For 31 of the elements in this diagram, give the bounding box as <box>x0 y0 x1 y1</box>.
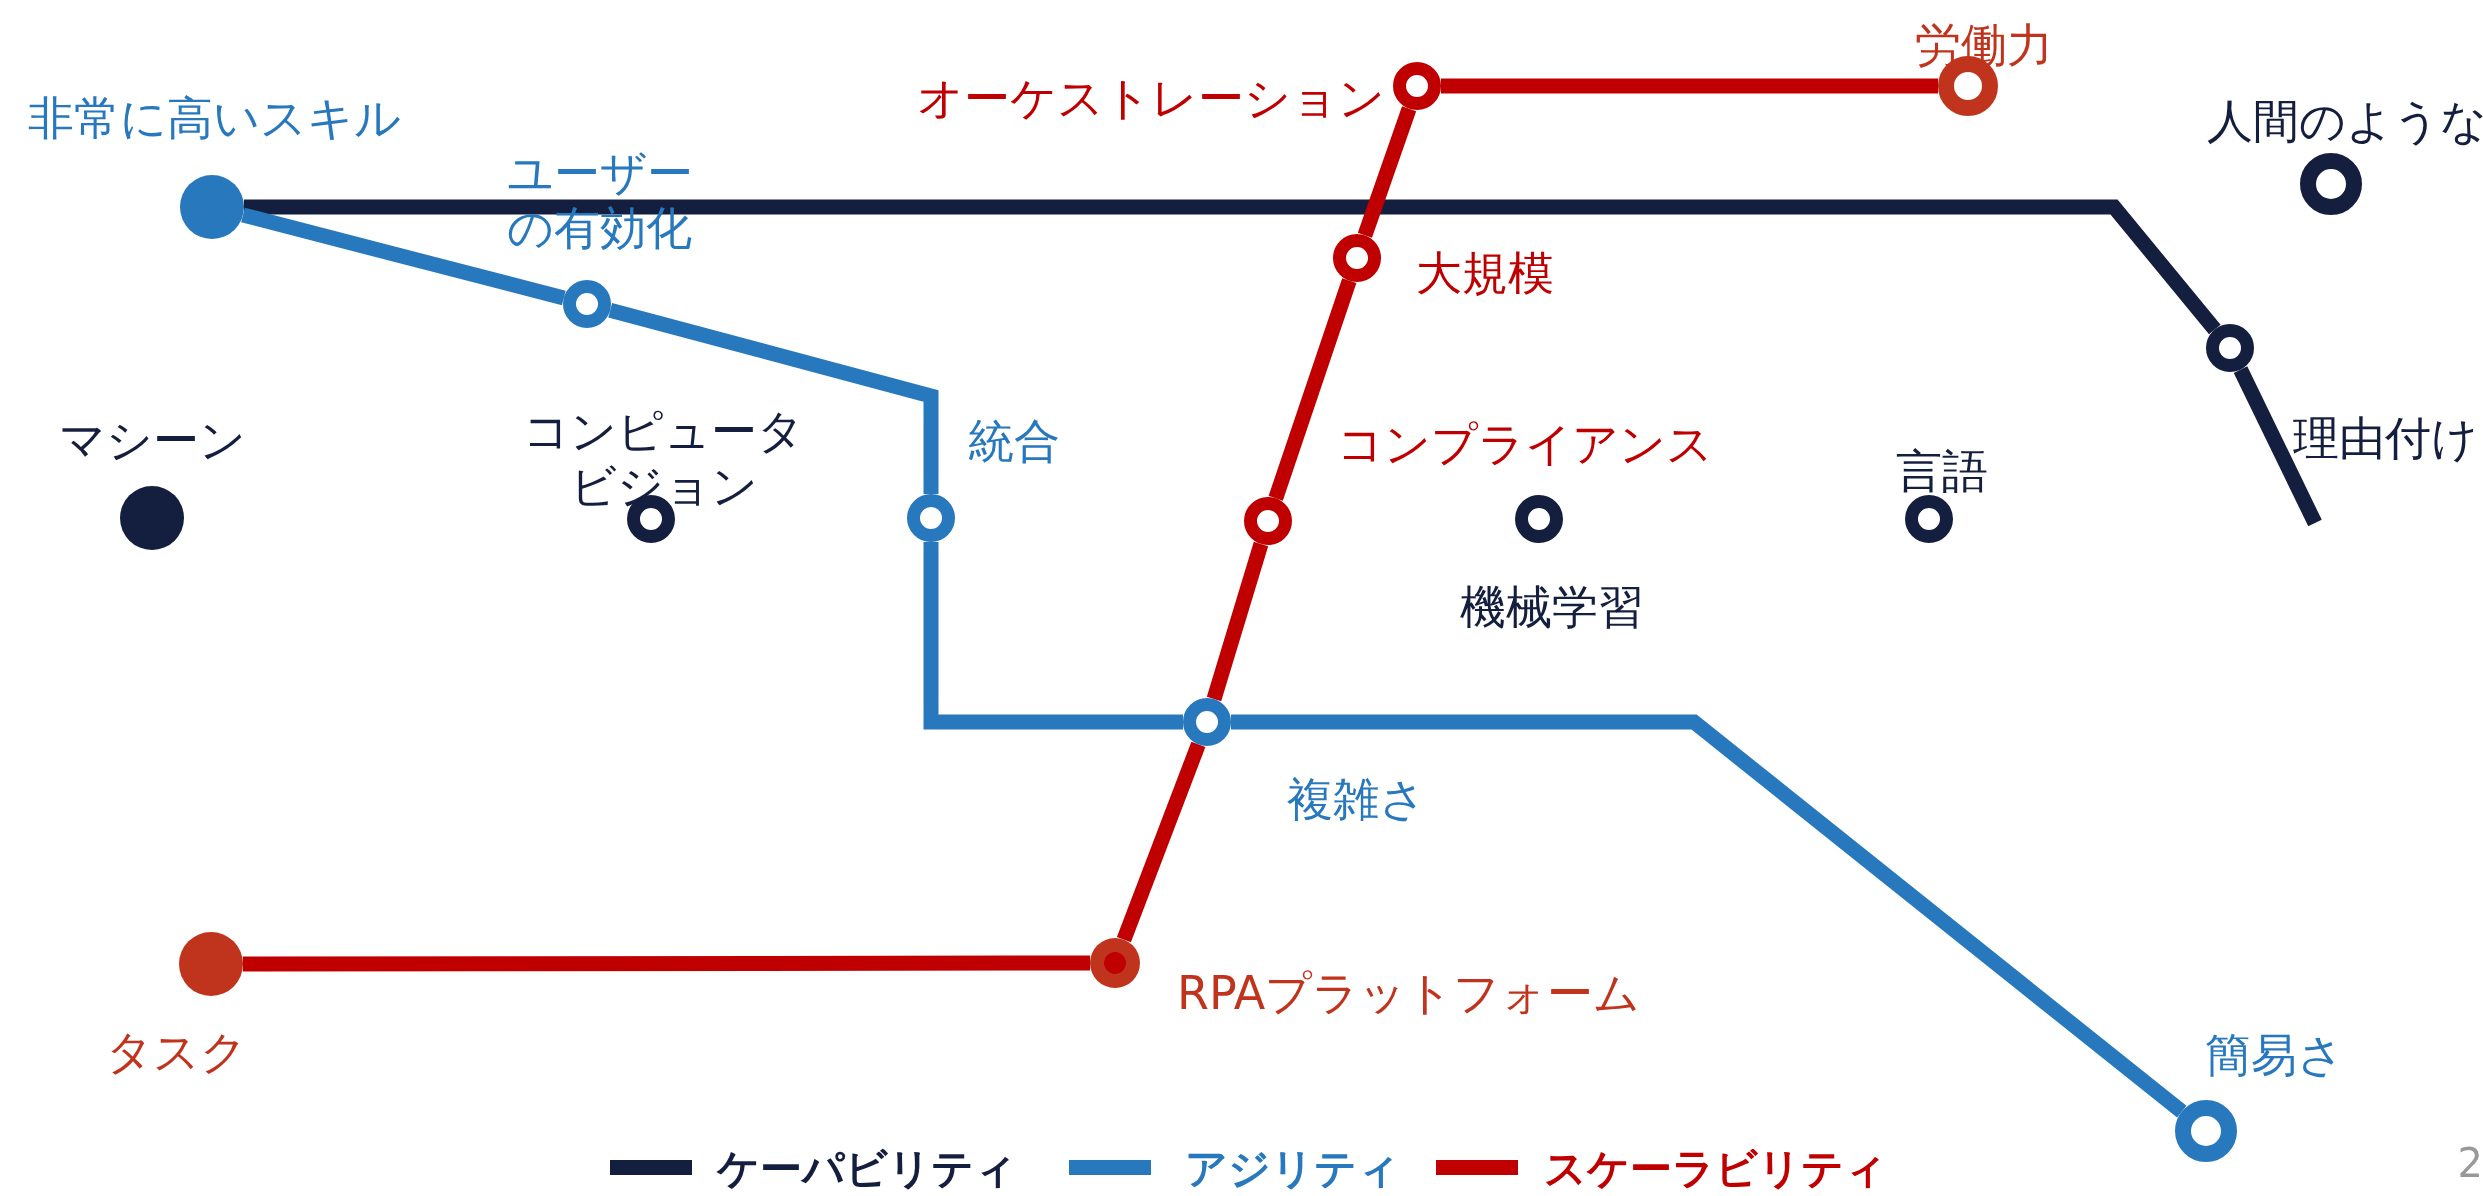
station-label: 言語 <box>1896 444 1988 500</box>
legend-label: アジリティ <box>1185 1144 1400 1195</box>
metro-line <box>608 302 939 494</box>
metro-line <box>1268 278 1357 501</box>
station-label: 人間のような <box>2207 94 2483 150</box>
metro-line <box>2233 366 2322 527</box>
metro-line <box>1206 541 1269 702</box>
legend-label: スケーラビリティ <box>1544 1144 1887 1195</box>
metro-line <box>1441 78 1938 94</box>
station-label: RPAプラットフォーム <box>1177 966 1641 1022</box>
station-label: 複雑さ <box>1286 772 1426 828</box>
metro-line <box>241 207 566 306</box>
station-label: 簡易さ <box>2204 1028 2344 1084</box>
metro-line <box>243 955 1090 972</box>
station-label: 大規模 <box>1416 246 1554 302</box>
metro-line <box>1357 106 1417 238</box>
station-label: 統合 <box>968 414 1060 470</box>
metro-line <box>923 542 1183 730</box>
station-label: ユーザーの有効化 <box>506 145 694 257</box>
legend-label: ケーパビリティ <box>717 1144 1017 1195</box>
station-label: 機械学習 <box>1460 580 1644 636</box>
page-number: 2 <box>2457 1140 2483 1186</box>
metro-line <box>1231 714 2187 1118</box>
station-label: 非常に高いスキル <box>28 91 401 147</box>
station-label: 理由付け <box>2293 411 2478 467</box>
station-label: コンプライアンス <box>1337 417 1713 473</box>
station-label: オーケストレーション <box>917 71 1385 127</box>
metro-line <box>244 199 2221 335</box>
station-label: タスク <box>105 1025 247 1081</box>
station-label: マシーン <box>58 413 246 469</box>
metro-line <box>1116 741 1206 943</box>
